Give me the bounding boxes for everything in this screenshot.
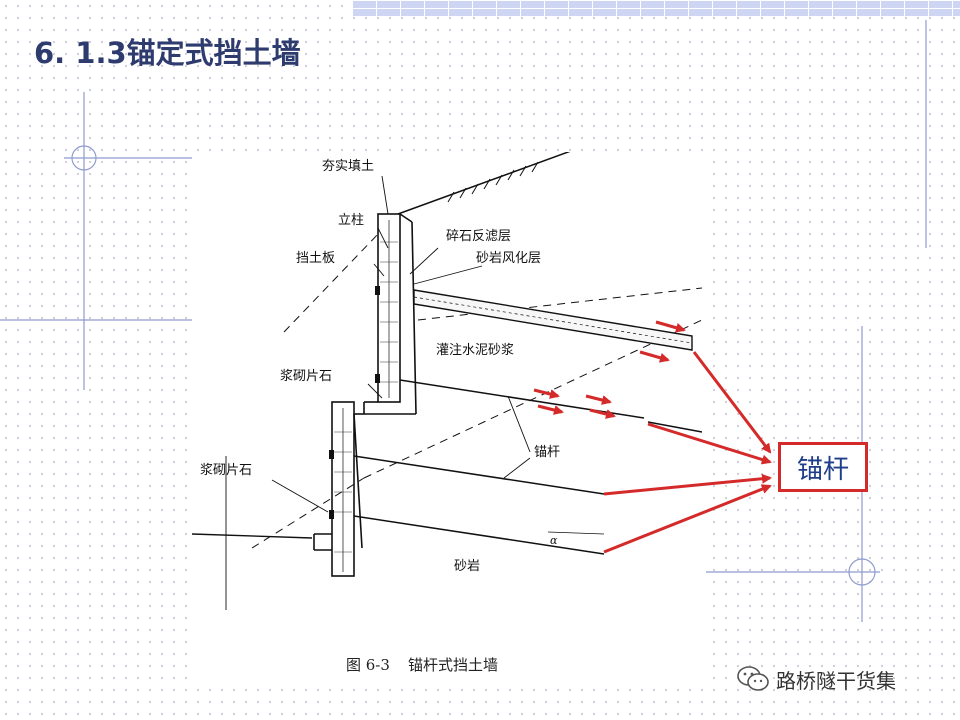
label-masonry-upper: 浆砌片石 xyxy=(280,369,332,384)
label-grout: 灌注水泥砂浆 xyxy=(436,343,514,358)
label-weathered-sandstone: 砂岩风化层 xyxy=(476,251,541,266)
flow-arrow xyxy=(537,404,564,415)
anchor-callout-label: 锚杆 xyxy=(796,454,849,485)
figure-panel xyxy=(192,152,704,688)
callout-arrow xyxy=(603,473,772,496)
anchor-rods xyxy=(353,379,703,555)
flow-arrow xyxy=(655,320,686,333)
anchor-callout-box: 锚杆 xyxy=(778,442,868,492)
label-retaining-plate: 挡土板 xyxy=(296,251,335,266)
watermark-text: 路桥隧干货集 xyxy=(776,668,896,693)
slide-title: 6. 1.3锚定式挡土墙 xyxy=(34,36,301,70)
lower-wall xyxy=(313,401,364,577)
watermark: 路桥隧干货集 xyxy=(736,664,896,694)
flow-arrow xyxy=(533,388,560,399)
flow-arrow xyxy=(585,394,612,405)
wall-hatching xyxy=(334,241,398,553)
anchor-heads xyxy=(329,286,380,519)
label-angle: α xyxy=(550,534,558,547)
callout-arrow xyxy=(692,351,772,454)
callout-arrow xyxy=(603,484,772,554)
ground-line xyxy=(192,456,313,610)
figure-caption: 图 6-3 锚杆式挡土墙 xyxy=(346,654,498,675)
label-gravel-filter: 碎石反滤层 xyxy=(446,229,511,244)
anchored-wall-diagram: 夯实填土 立柱 挡土板 碎石反滤层 砂岩风化层 灌注水泥砂浆 浆砌片石 锚杆 浆… xyxy=(192,152,703,610)
label-anchor-rod: 锚杆 xyxy=(534,445,560,460)
label-compacted-fill: 夯实填土 xyxy=(322,159,374,174)
rock-interface-lines xyxy=(251,231,703,549)
upper-anchor-grout xyxy=(413,289,693,351)
flow-arrow xyxy=(639,350,670,363)
wechat-icon xyxy=(737,666,769,691)
label-masonry-lower: 浆砌片石 xyxy=(200,463,252,478)
leader-lines xyxy=(271,175,531,513)
fill-slope xyxy=(397,152,571,215)
top-decor-band xyxy=(352,0,960,16)
callout-arrow xyxy=(647,422,772,465)
flow-arrow xyxy=(589,408,616,419)
caption-text: 锚杆式挡土墙 xyxy=(407,656,498,674)
caption-number: 图 6-3 xyxy=(346,656,390,674)
label-column: 立柱 xyxy=(338,213,364,228)
label-sandstone: 砂岩 xyxy=(454,559,480,574)
